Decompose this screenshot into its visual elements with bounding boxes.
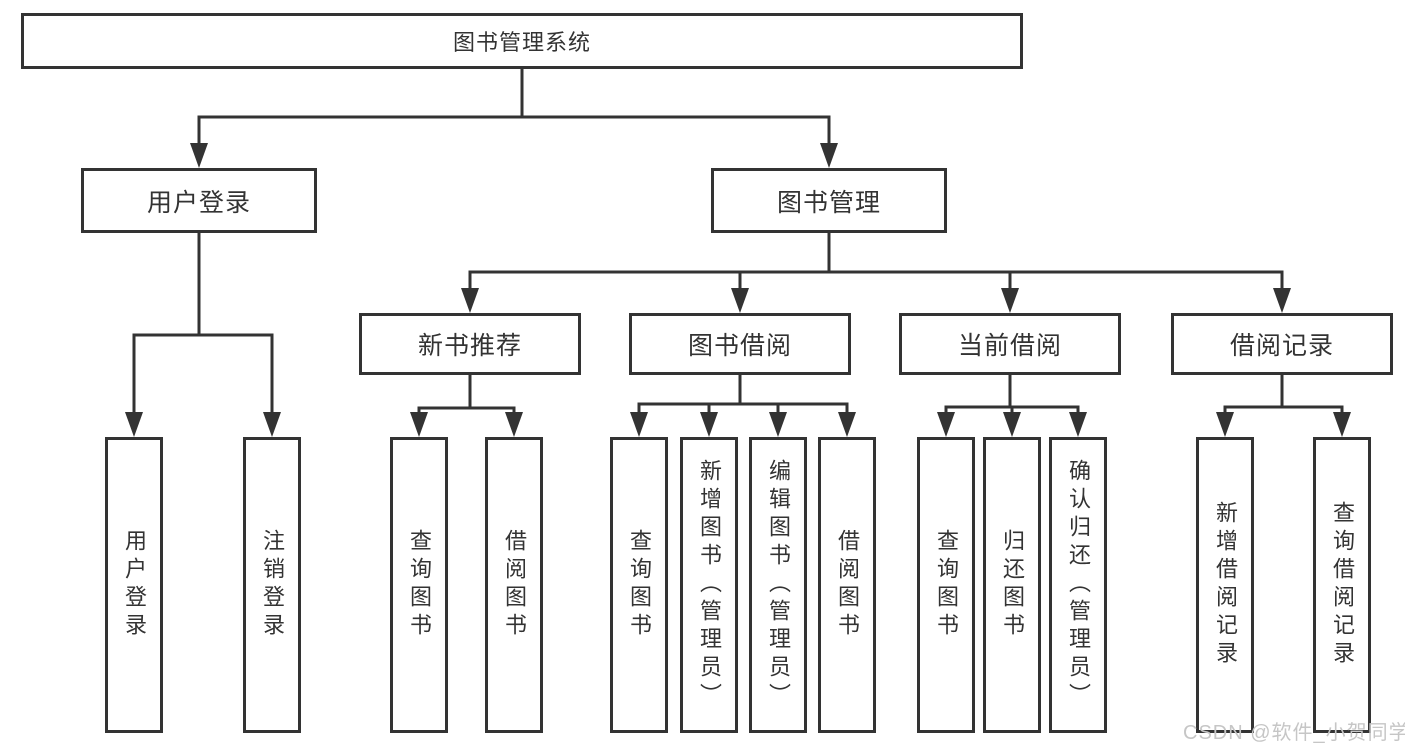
node-book-borrow: 图书借阅 xyxy=(629,313,851,375)
leaf-confirm-return-admin: 确认归还（管理员） xyxy=(1049,437,1107,733)
leaf-edit-book-admin: 编辑图书（管理员） xyxy=(749,437,807,733)
node-label: 归还图书 xyxy=(1000,529,1025,641)
leaf-borrow-book-recommend: 借阅图书 xyxy=(485,437,543,733)
leaf-query-book-borrow: 查询图书 xyxy=(610,437,668,733)
leaf-return-book: 归还图书 xyxy=(983,437,1041,733)
node-label: 图书管理系统 xyxy=(452,30,591,55)
node-label: 查询借阅记录 xyxy=(1330,501,1355,669)
leaf-user-login: 用户登录 xyxy=(105,437,163,733)
node-label: 图书管理 xyxy=(776,188,881,217)
node-label: 图书借阅 xyxy=(687,332,792,360)
node-label: 编辑图书（管理员） xyxy=(766,459,791,711)
node-book-management: 图书管理 xyxy=(711,168,947,233)
node-label: 查询图书 xyxy=(934,529,959,641)
node-label: 注销登录 xyxy=(260,529,285,641)
node-label: 用户登录 xyxy=(146,188,251,217)
leaf-logout: 注销登录 xyxy=(243,437,301,733)
node-label: 确认归还（管理员） xyxy=(1066,459,1091,711)
node-label: 查询图书 xyxy=(407,529,432,641)
node-label: 新增图书（管理员） xyxy=(697,459,722,711)
node-label: 借阅记录 xyxy=(1229,332,1334,360)
node-label: 新书推荐 xyxy=(417,332,522,360)
leaf-borrow-book: 借阅图书 xyxy=(818,437,876,733)
node-library-management-system: 图书管理系统 xyxy=(21,13,1023,69)
leaf-query-book-current: 查询图书 xyxy=(917,437,975,733)
node-current-borrow: 当前借阅 xyxy=(899,313,1121,375)
node-label: 借阅图书 xyxy=(502,529,527,641)
leaf-query-borrow-record: 查询借阅记录 xyxy=(1313,437,1371,733)
csdn-watermark: CSDN @软件_小贺同学 xyxy=(1183,722,1405,744)
node-label: 用户登录 xyxy=(122,529,147,641)
node-label: 当前借阅 xyxy=(957,332,1062,360)
arrowheads xyxy=(125,143,1351,437)
leaf-query-book-recommend: 查询图书 xyxy=(390,437,448,733)
node-user-login: 用户登录 xyxy=(81,168,317,233)
node-borrow-record: 借阅记录 xyxy=(1171,313,1393,375)
node-label: 新增借阅记录 xyxy=(1213,501,1238,669)
node-label: 查询图书 xyxy=(627,529,652,641)
leaf-add-book-admin: 新增图书（管理员） xyxy=(680,437,738,733)
node-new-book-recommend: 新书推荐 xyxy=(359,313,581,375)
leaf-add-borrow-record: 新增借阅记录 xyxy=(1196,437,1254,733)
node-label: 借阅图书 xyxy=(835,529,860,641)
